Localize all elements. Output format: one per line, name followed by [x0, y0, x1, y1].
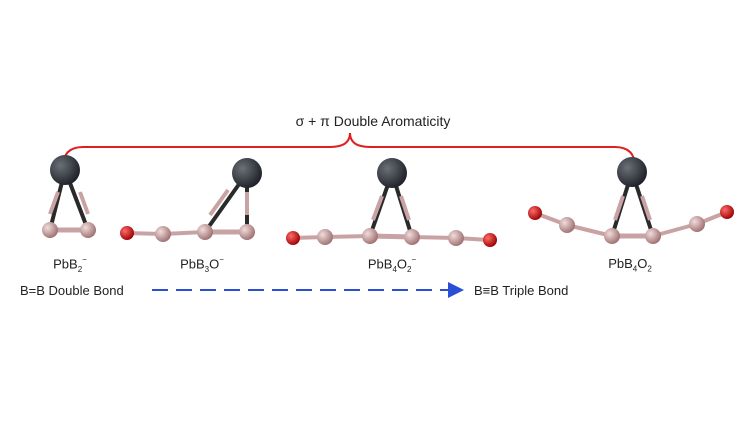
o-atom: [120, 226, 134, 240]
molecule-pbb2-anion: [42, 155, 96, 238]
double-bond-label: B=B Double Bond: [20, 283, 124, 298]
molecule-pbb4o2-anion: [286, 158, 497, 247]
o-atom: [286, 231, 300, 245]
b-atom: [689, 216, 705, 232]
pb-atom: [50, 155, 80, 185]
o-atom: [528, 206, 542, 220]
molecule-pbb3o-anion: [120, 158, 262, 242]
pb-atom: [232, 158, 262, 188]
b-atom: [80, 222, 96, 238]
molecule-label: PbB4O2: [608, 256, 652, 274]
molecule-label: PbB2−: [53, 255, 87, 274]
b-atom: [317, 229, 333, 245]
molecule-label: PbB4O2−: [367, 255, 417, 274]
b-atom: [42, 222, 58, 238]
b-atom: [645, 228, 661, 244]
b-atom: [155, 226, 171, 242]
b-atom: [604, 228, 620, 244]
triple-bond-label: B≡B Triple Bond: [474, 283, 569, 298]
pb-atom: [617, 157, 647, 187]
b-atom: [239, 224, 255, 240]
b-atom: [362, 228, 378, 244]
molecule-pbb4o2-neutral: [528, 157, 734, 244]
molecule-label: PbB3O−: [180, 255, 224, 274]
pb-atom: [377, 158, 407, 188]
b-atom: [404, 229, 420, 245]
b-atom: [559, 217, 575, 233]
aromaticity-label: σ + π Double Aromaticity: [295, 113, 451, 129]
o-atom: [720, 205, 734, 219]
o-atom: [483, 233, 497, 247]
b-atom: [197, 224, 213, 240]
b-atom: [448, 230, 464, 246]
aromaticity-bracket: [62, 132, 636, 168]
